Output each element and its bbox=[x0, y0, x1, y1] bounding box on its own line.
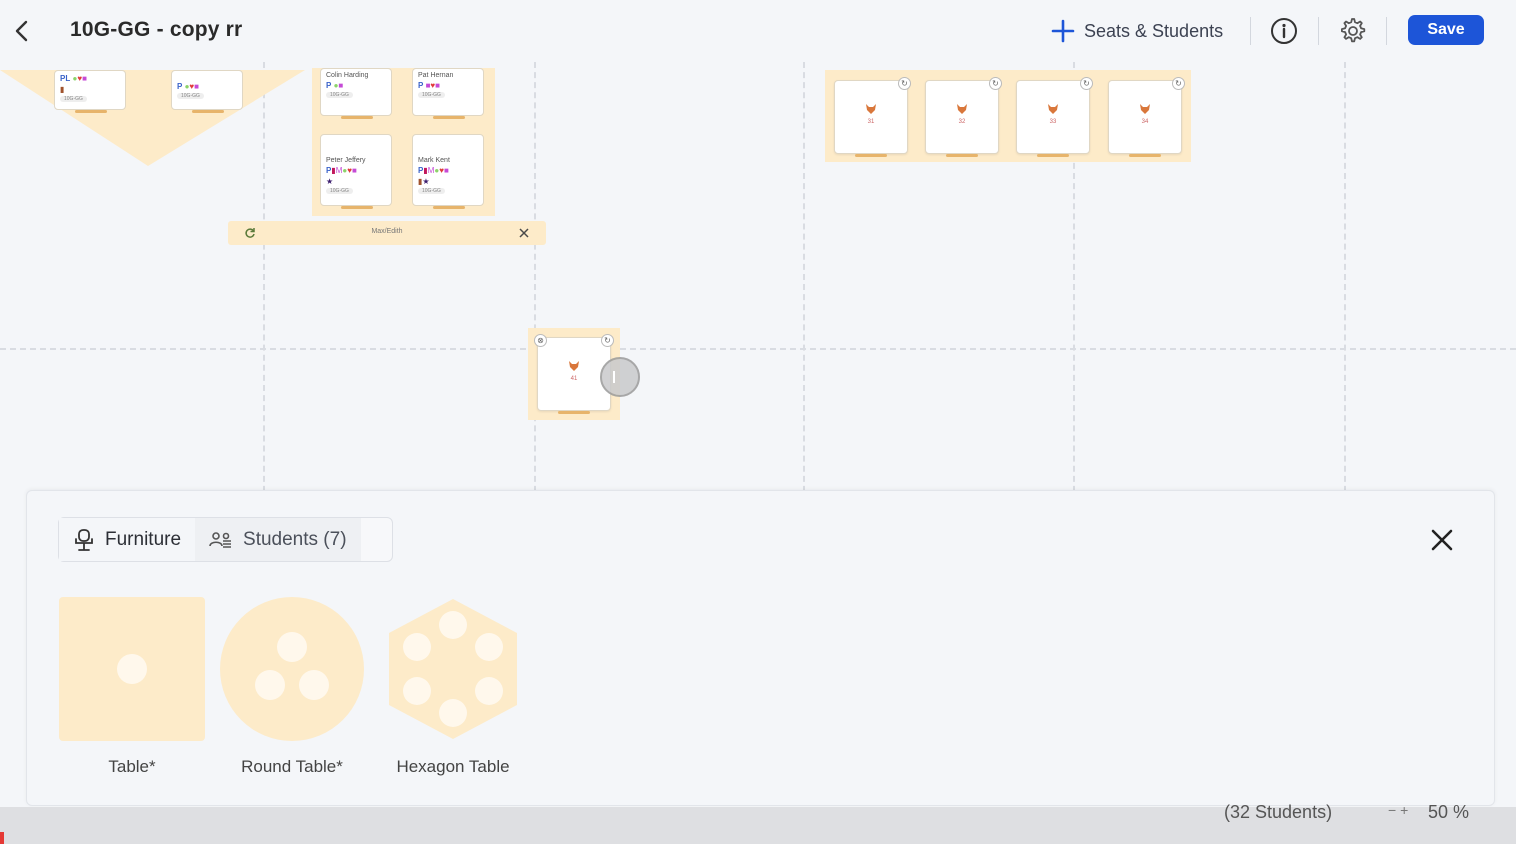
student-code: 10G-GG bbox=[60, 96, 87, 102]
student-name: Pat Hernan bbox=[418, 72, 454, 79]
divider bbox=[1386, 17, 1387, 45]
zoom-level: 50 % bbox=[1428, 802, 1470, 822]
hexagon-table-icon bbox=[389, 599, 517, 739]
student-code: 10G-GG bbox=[418, 188, 445, 194]
add-seats-students-button[interactable]: Seats & Students bbox=[1050, 16, 1223, 46]
fox-icon bbox=[957, 104, 967, 114]
grid-line bbox=[803, 62, 805, 502]
grid-line bbox=[263, 62, 265, 502]
student-card[interactable]: PL ●♥■ ▮ 10G-GG bbox=[54, 70, 126, 113]
info-icon[interactable] bbox=[1268, 15, 1300, 47]
fox-icon bbox=[569, 361, 579, 371]
save-button[interactable]: Save bbox=[1408, 15, 1484, 45]
seat-number: 34 bbox=[1141, 119, 1149, 125]
seat[interactable]: ↻ 32 bbox=[925, 77, 1002, 157]
chair-icon bbox=[75, 528, 93, 551]
furniture-panel: Furniture Students (7) Table* Round bbox=[26, 490, 1495, 806]
seating-canvas[interactable]: PL ●♥■ ▮ 10G-GG P ●♥■ 10G-GG Colin Hardi… bbox=[0, 62, 1516, 807]
tab-label: Students (7) bbox=[243, 528, 347, 550]
grid-line bbox=[0, 348, 1516, 350]
tab-students[interactable]: Students (7) bbox=[195, 518, 361, 561]
student-card[interactable]: P ●♥■ 10G-GG bbox=[171, 70, 243, 113]
student-code: 10G-GG bbox=[177, 93, 204, 99]
close-icon[interactable] bbox=[518, 227, 530, 239]
grid-line bbox=[1344, 62, 1346, 502]
plus-icon bbox=[1051, 19, 1075, 43]
seat-number: 41 bbox=[570, 376, 578, 382]
fox-icon bbox=[1140, 104, 1150, 114]
zoom-controls[interactable]: − + bbox=[1388, 802, 1409, 818]
back-arrow-icon[interactable] bbox=[8, 16, 36, 46]
status-bar bbox=[0, 807, 1516, 844]
furniture-round-table[interactable]: Round Table* bbox=[219, 597, 365, 776]
seat[interactable]: ↻ 33 bbox=[1016, 77, 1093, 157]
student-card[interactable]: Colin Harding P ●■ 10G-GG bbox=[320, 68, 392, 119]
fox-icon bbox=[866, 104, 876, 114]
divider bbox=[1318, 17, 1319, 45]
seat[interactable]: ↻ 34 bbox=[1108, 77, 1185, 157]
page-title: 10G-GG - copy rr bbox=[70, 18, 243, 41]
seat-number: 32 bbox=[958, 119, 966, 125]
student-card[interactable]: Mark Kent P▮M●♥■ ▮★ 10G-GG bbox=[412, 134, 484, 209]
student-card[interactable]: Peter Jeffery P▮M●♥■ ★ 10G-GG bbox=[320, 134, 392, 209]
student-card[interactable]: Pat Hernan P ■♥■ 10G-GG bbox=[412, 68, 484, 119]
fox-icon bbox=[1048, 104, 1058, 114]
student-count: (32 Students) bbox=[1224, 802, 1333, 822]
group-label: Max/Edith bbox=[371, 228, 403, 235]
student-name: Colin Harding bbox=[326, 72, 369, 79]
furniture-label: Table* bbox=[108, 757, 156, 776]
gear-icon[interactable] bbox=[1336, 15, 1368, 47]
group-label-bar[interactable]: Max/Edith bbox=[228, 221, 546, 245]
divider bbox=[1250, 17, 1251, 45]
round-table-icon bbox=[220, 597, 364, 741]
seat-number: 31 bbox=[867, 119, 875, 125]
tab-furniture[interactable]: Furniture bbox=[59, 518, 196, 561]
square-table-icon bbox=[59, 597, 205, 741]
student-name: Peter Jeffery bbox=[326, 157, 366, 164]
students-icon bbox=[209, 531, 232, 548]
furniture-table[interactable]: Table* bbox=[59, 597, 205, 776]
top-bar: 10G-GG - copy rr Seats & Students Save bbox=[0, 0, 1516, 62]
grid-line bbox=[534, 62, 536, 502]
triangle-table[interactable] bbox=[0, 70, 310, 170]
tab-label: Furniture bbox=[105, 528, 182, 550]
furniture-label: Hexagon Table bbox=[396, 757, 510, 776]
student-code: 10G-GG bbox=[418, 92, 445, 98]
panel-tabs: Furniture Students (7) bbox=[58, 517, 393, 562]
student-name: Mark Kent bbox=[418, 157, 450, 164]
close-panel-icon[interactable] bbox=[1427, 525, 1457, 555]
drag-cursor-icon bbox=[600, 357, 640, 397]
furniture-label: Round Table* bbox=[241, 757, 343, 776]
furniture-hexagon-table[interactable]: Hexagon Table bbox=[387, 597, 519, 776]
grid-line bbox=[1073, 62, 1075, 502]
seat[interactable]: ↻ 31 bbox=[834, 77, 911, 157]
refresh-icon[interactable] bbox=[244, 227, 256, 239]
add-seats-label: Seats & Students bbox=[1084, 20, 1224, 41]
scroll-marker bbox=[0, 832, 4, 844]
student-code: 10G-GG bbox=[326, 92, 353, 98]
student-code: 10G-GG bbox=[326, 188, 353, 194]
seat-number: 33 bbox=[1049, 119, 1057, 125]
